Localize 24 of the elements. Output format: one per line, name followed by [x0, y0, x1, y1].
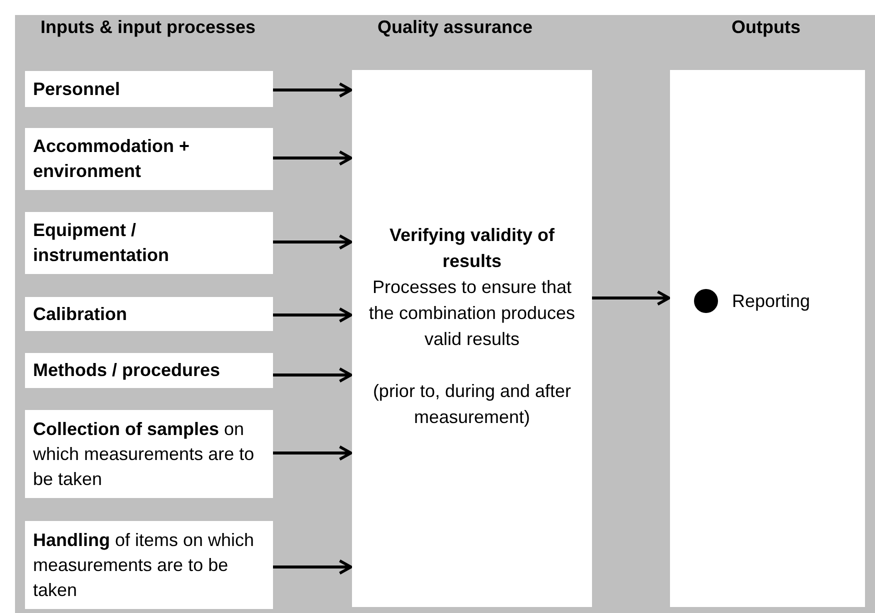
column-heading: Quality assurance	[377, 17, 533, 38]
input-box: Methods / procedures	[25, 353, 273, 388]
arrow	[273, 445, 352, 461]
column-heading: Inputs & input processes	[40, 17, 256, 38]
input-box: Handling of items on which measurements are to be taken	[25, 521, 273, 609]
input-box: Personnel	[25, 71, 273, 107]
process-box	[352, 70, 592, 607]
box-note: (prior to, during and after measurement)	[372, 380, 572, 429]
arrow	[592, 290, 670, 306]
box-text: Processes to ensure that the combination produces valid results	[368, 276, 576, 351]
arrow	[273, 559, 352, 575]
input-box: Calibration	[25, 297, 273, 331]
arrow	[273, 234, 352, 250]
column-heading: Outputs	[732, 17, 800, 38]
output-box	[670, 70, 865, 607]
input-box: Accommodation + environment	[25, 128, 273, 190]
arrow	[273, 82, 352, 98]
box-title: Verifying validity of results	[388, 224, 556, 273]
arrow	[273, 367, 352, 383]
arrow	[273, 307, 352, 323]
arrow	[273, 150, 352, 166]
input-box: Collection of samples on which measurements are to be taken	[25, 410, 273, 498]
output-item: Reporting	[732, 290, 810, 313]
input-box: Equipment / instrumentation	[25, 212, 273, 274]
